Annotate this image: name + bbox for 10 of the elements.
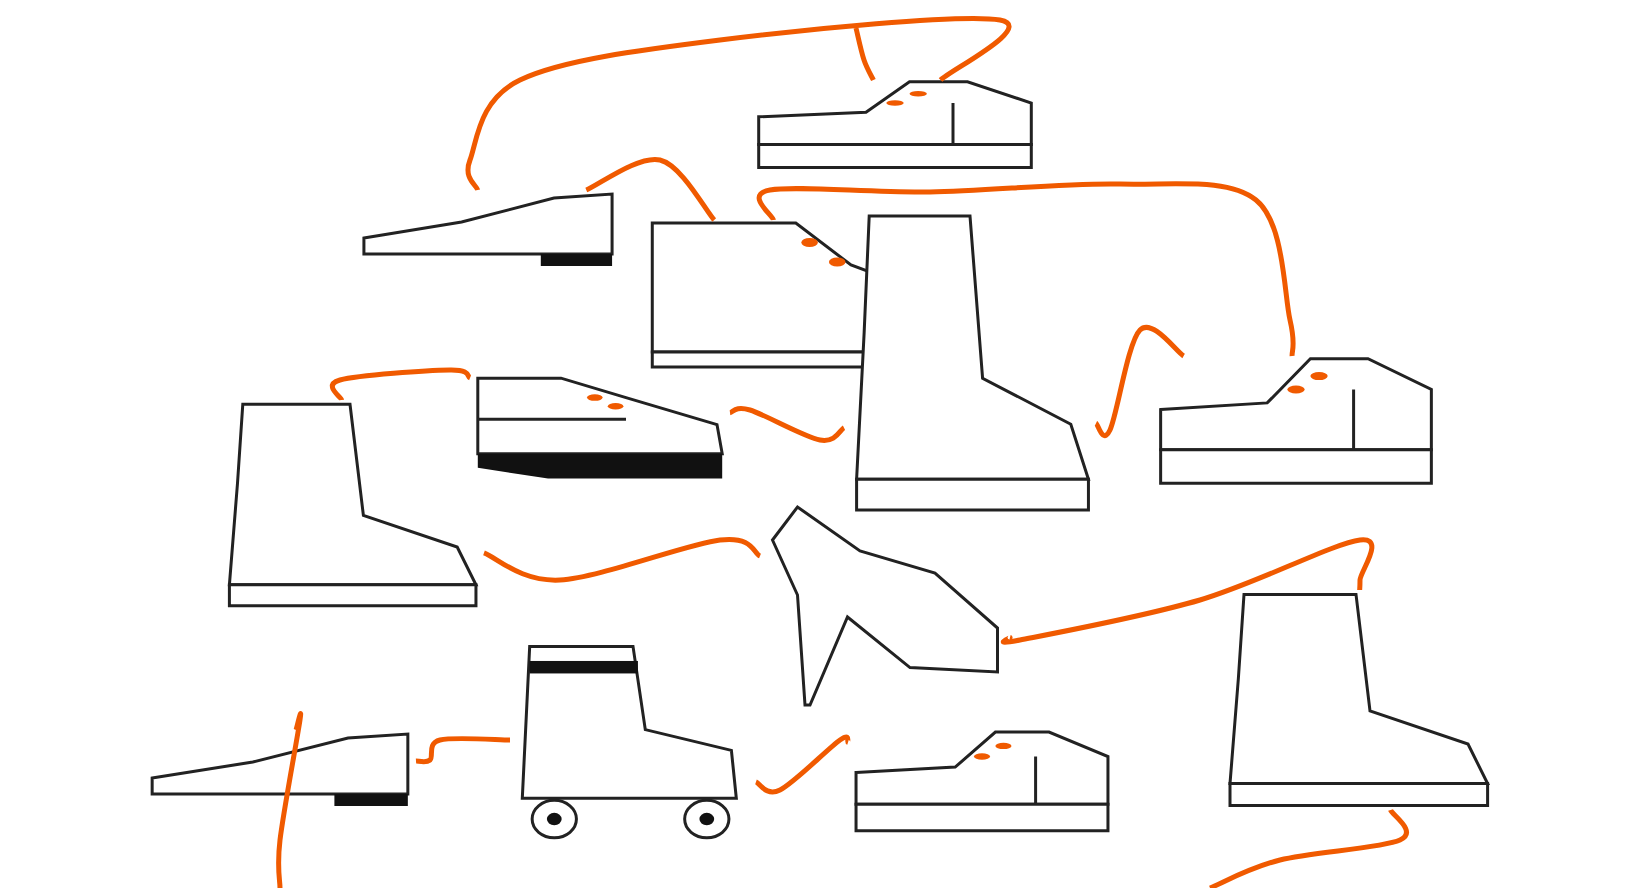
shoelace [1209,808,1409,888]
shoelace [1002,537,1375,645]
shoelace [415,736,511,765]
shoelace [276,712,304,888]
shoelace [585,157,717,222]
shoelace [330,367,473,402]
shoelace [853,27,876,82]
shoelace [1093,324,1186,438]
shoelace [483,536,762,583]
shoelace [465,16,1011,192]
